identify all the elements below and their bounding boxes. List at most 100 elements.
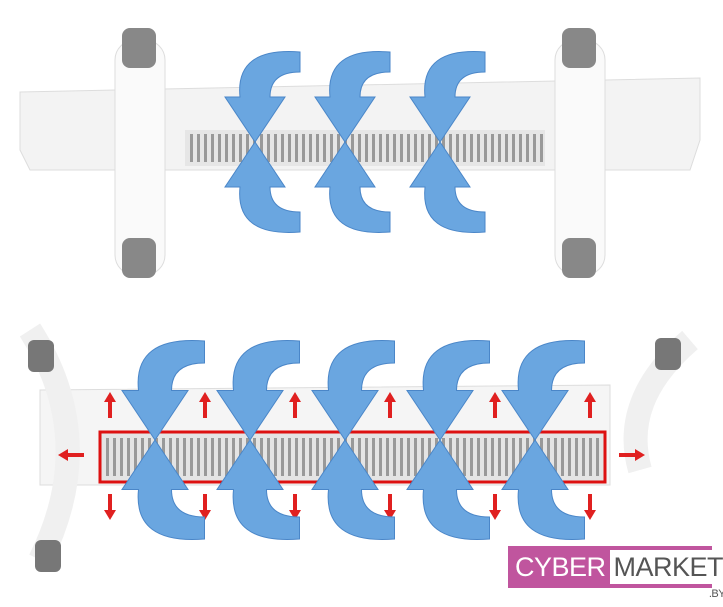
grille-slat bbox=[239, 134, 242, 162]
airflow-arrow-down-icon bbox=[311, 340, 395, 441]
airflow-arrow-down-icon bbox=[224, 51, 301, 143]
grille-slat bbox=[330, 134, 333, 162]
grille-slat bbox=[582, 438, 585, 476]
grille-slat bbox=[512, 438, 515, 476]
grille-slat bbox=[554, 438, 557, 476]
grille-slat bbox=[190, 438, 193, 476]
grille-slat bbox=[267, 134, 270, 162]
grille-slat bbox=[491, 438, 494, 476]
grille-slat bbox=[512, 134, 515, 162]
grille-slat bbox=[379, 438, 382, 476]
grille-slat bbox=[365, 134, 368, 162]
grille-slat bbox=[295, 438, 298, 476]
grille-slat bbox=[204, 134, 207, 162]
grille-slat bbox=[316, 438, 319, 476]
grille-slat bbox=[218, 438, 221, 476]
grille-slat bbox=[218, 134, 221, 162]
grille-slat bbox=[365, 438, 368, 476]
grille-slat bbox=[463, 134, 466, 162]
grille-slat bbox=[169, 438, 172, 476]
grille-slat bbox=[232, 438, 235, 476]
grille-slat bbox=[407, 134, 410, 162]
grille-slat bbox=[379, 134, 382, 162]
grille-slat bbox=[113, 438, 116, 476]
grille-slat bbox=[456, 134, 459, 162]
grille-slat bbox=[134, 438, 137, 476]
grille-slat bbox=[414, 134, 417, 162]
airflow-arrow-up-icon bbox=[216, 439, 300, 540]
grille-slat bbox=[575, 438, 578, 476]
heat-arrows bbox=[58, 392, 645, 520]
grille-slat bbox=[400, 134, 403, 162]
grille-slat bbox=[120, 438, 123, 476]
grille-slat bbox=[470, 134, 473, 162]
grille-slat bbox=[540, 134, 543, 162]
heat-arrow-up-icon bbox=[289, 392, 301, 418]
grille-slat bbox=[484, 134, 487, 162]
grille-slat bbox=[351, 134, 354, 162]
grille-slat bbox=[211, 438, 214, 476]
grille-slat bbox=[596, 438, 599, 476]
foot-left bbox=[114, 28, 166, 278]
grille-slat bbox=[505, 438, 508, 476]
grille-slat bbox=[393, 134, 396, 162]
grille-slat bbox=[372, 134, 375, 162]
heat-arrow-up-icon bbox=[104, 392, 116, 418]
grille-slat bbox=[449, 134, 452, 162]
grille-slat bbox=[232, 134, 235, 162]
grille-slat bbox=[316, 134, 319, 162]
heat-arrow-left-icon bbox=[58, 449, 84, 461]
grille-slat bbox=[456, 438, 459, 476]
logo-part1: CYBER bbox=[515, 551, 606, 582]
heat-arrow-down-icon bbox=[199, 494, 211, 520]
grille-slat bbox=[498, 134, 501, 162]
grille-slat bbox=[428, 134, 431, 162]
grille-slat bbox=[533, 134, 536, 162]
grille-slat bbox=[505, 134, 508, 162]
grille-slat bbox=[372, 438, 375, 476]
top-heater bbox=[19, 28, 701, 278]
heat-arrow-down-icon bbox=[384, 494, 396, 520]
grille-slat bbox=[414, 438, 417, 476]
grille-top bbox=[190, 134, 543, 162]
grille-slat bbox=[547, 438, 550, 476]
grille-slat bbox=[477, 438, 480, 476]
airflow-arrow-down-icon bbox=[501, 340, 585, 441]
heat-arrow-up-icon bbox=[199, 392, 211, 418]
grille-slat bbox=[386, 134, 389, 162]
logo-part2: MARKET.BY bbox=[609, 550, 723, 600]
airflow-arrow-up-icon bbox=[501, 439, 585, 540]
grille-slat bbox=[358, 438, 361, 476]
grille-slat bbox=[358, 134, 361, 162]
grille-slat bbox=[393, 438, 396, 476]
grille-slat bbox=[309, 134, 312, 162]
grille-slat bbox=[477, 134, 480, 162]
grille-slat bbox=[421, 438, 424, 476]
grille-slat bbox=[211, 134, 214, 162]
airflow-arrow-down-icon bbox=[121, 340, 205, 441]
grille-slat bbox=[302, 134, 305, 162]
logo-part2-text: MARKET bbox=[613, 552, 723, 582]
cybermarket-logo: CYBER MARKET.BY bbox=[508, 546, 723, 600]
grille-slat bbox=[519, 438, 522, 476]
grille-slat bbox=[197, 134, 200, 162]
grille-slat bbox=[281, 438, 284, 476]
airflow-arrow-down-icon bbox=[216, 340, 300, 441]
heat-arrow-up-icon bbox=[384, 392, 396, 418]
grille-slat bbox=[407, 438, 410, 476]
heat-arrow-right-icon bbox=[619, 449, 645, 461]
grille-slat bbox=[421, 134, 424, 162]
airflow-arrow-up-icon bbox=[406, 439, 490, 540]
heat-arrow-down-icon bbox=[584, 494, 596, 520]
airflow-arrow-down-icon bbox=[406, 340, 490, 441]
grille-slat bbox=[386, 438, 389, 476]
grille-slat bbox=[323, 438, 326, 476]
grille-slat bbox=[302, 438, 305, 476]
grille-slat bbox=[568, 438, 571, 476]
grille-slat bbox=[498, 438, 501, 476]
grille-slat bbox=[106, 438, 109, 476]
grille-slat bbox=[330, 438, 333, 476]
grille-slat bbox=[204, 438, 207, 476]
airflow-arrow-up-icon bbox=[224, 141, 301, 233]
